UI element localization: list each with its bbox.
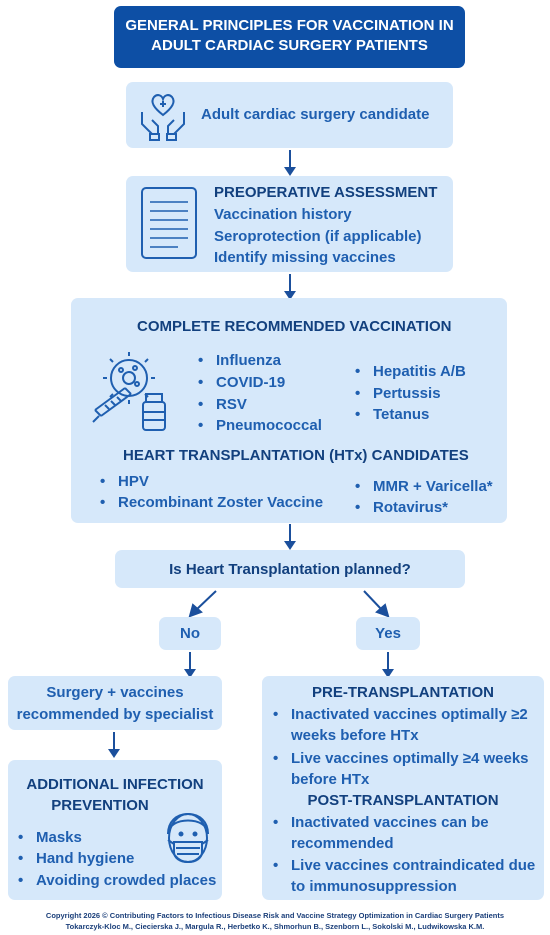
question-box: Is Heart Transplantation planned? — [115, 550, 465, 588]
yes-label: Yes — [375, 625, 401, 642]
prevention-box: ADDITIONAL INFECTION PREVENTION Masks Ha… — [8, 760, 222, 900]
candidate-box: Adult cardiac surgery candidate — [126, 82, 453, 148]
pre-transplant-item-cont: before HTx — [291, 771, 370, 788]
vaccine-item: RSV — [198, 396, 247, 413]
arrow-2 — [284, 274, 296, 300]
prevention-heading-2: PREVENTION — [51, 797, 149, 814]
candidate-label: Adult cardiac surgery candidate — [201, 106, 430, 123]
htx-heading: HEART TRANSPLANTATION (HTx) CANDIDATES — [123, 447, 469, 464]
diagram-title: GENERAL PRINCIPLES FOR VACCINATION IN AD… — [114, 6, 465, 68]
vaccine-item: COVID-19 — [198, 374, 285, 391]
htx-vaccine-item: HPV — [100, 473, 149, 490]
yes-box: Yes — [356, 617, 420, 650]
footer-authors: Tokarczyk-Kloc M., Ciecierska J., Margul… — [65, 922, 485, 931]
pre-transplant-item: Inactivated vaccines optimally ≥2 — [273, 706, 528, 723]
arrow-yes — [382, 652, 394, 678]
preoperative-item: Vaccination history — [214, 206, 352, 223]
surgery-box: Surgery + vaccines recommended by specia… — [8, 676, 222, 730]
pre-transplant-heading: PRE-TRANSPLANTATION — [312, 684, 494, 701]
transplantation-box: PRE-TRANSPLANTATION Inactivated vaccines… — [262, 676, 544, 900]
prevention-item: Avoiding crowded places — [18, 872, 216, 889]
heart-care-hands-icon — [141, 94, 185, 141]
vaccination-heading: COMPLETE RECOMMENDED VACCINATION — [137, 318, 452, 335]
arrow-3 — [284, 524, 296, 550]
prevention-item: Masks — [18, 829, 82, 846]
no-label: No — [180, 625, 200, 642]
pre-transplant-item-cont: weeks before HTx — [291, 727, 419, 744]
vaccine-item: Hepatitis A/B — [355, 363, 466, 380]
post-transplant-item-cont: recommended — [291, 835, 394, 852]
preoperative-heading: PREOPERATIVE ASSESSMENT — [214, 184, 438, 201]
preoperative-item: Identify missing vaccines — [214, 249, 396, 266]
document-icon — [141, 187, 197, 259]
surgery-line-2: recommended by specialist — [16, 706, 214, 723]
htx-vaccine-item: MMR + Varicella* — [355, 478, 493, 495]
question-label: Is Heart Transplantation planned? — [169, 561, 411, 578]
arrow-1 — [284, 150, 296, 176]
prevention-item: Hand hygiene — [18, 850, 134, 867]
arrow-no — [184, 652, 196, 678]
vaccination-box: COMPLETE RECOMMENDED VACCINATION Influen… — [71, 298, 507, 523]
vaccine-item: Pertussis — [355, 385, 440, 402]
virus-syringe-vial-icon — [92, 352, 166, 431]
title-line-2: ADULT CARDIAC SURGERY PATIENTS — [151, 37, 428, 54]
post-transplant-heading: POST-TRANSPLANTATION — [307, 792, 499, 809]
htx-vaccine-item: Recombinant Zoster Vaccine — [100, 494, 323, 511]
post-transplant-item: Live vaccines contraindicated due — [273, 857, 535, 874]
preoperative-item: Seroprotection (if applicable) — [214, 228, 422, 245]
branch-arrows — [188, 590, 390, 618]
vaccine-item: Pneumococcal — [198, 417, 322, 434]
htx-vaccine-item: Rotavirus* — [355, 499, 448, 516]
masked-face-icon — [167, 812, 209, 864]
surgery-line-1: Surgery + vaccines — [46, 684, 184, 701]
title-line-1: GENERAL PRINCIPLES FOR VACCINATION IN — [125, 17, 454, 34]
prevention-heading-1: ADDITIONAL INFECTION — [26, 776, 204, 793]
vaccine-item: Tetanus — [355, 406, 430, 423]
post-transplant-item: Inactivated vaccines can be — [273, 814, 489, 831]
vaccine-item: Influenza — [198, 352, 281, 369]
preoperative-box: PREOPERATIVE ASSESSMENT Vaccination hist… — [126, 176, 453, 272]
arrow-4 — [108, 732, 120, 758]
pre-transplant-item: Live vaccines optimally ≥4 weeks — [273, 750, 528, 767]
post-transplant-item-cont: to immunosuppression — [291, 878, 457, 895]
footer-copyright: Copyright 2026 © Contributing Factors to… — [45, 911, 505, 920]
no-box: No — [159, 617, 221, 650]
